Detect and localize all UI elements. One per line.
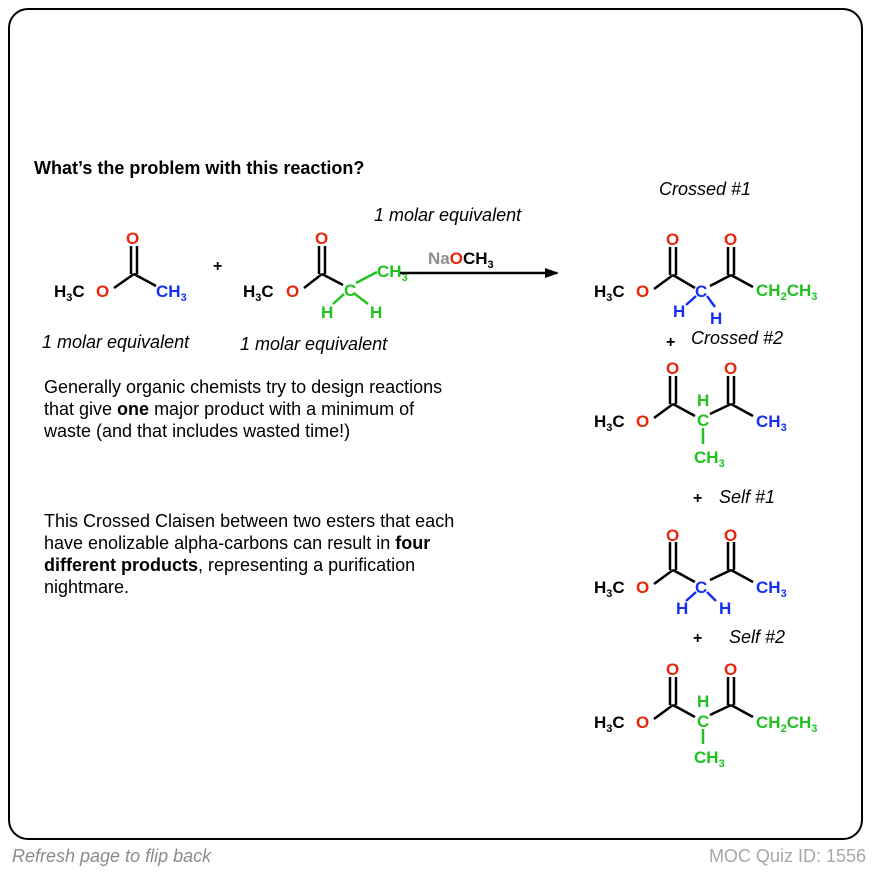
bond (113, 272, 135, 290)
atom-label: CH3 (156, 282, 187, 304)
refresh-hint: Refresh page to flip back (12, 846, 212, 866)
atom-label: H (719, 599, 731, 618)
quiz-card (8, 8, 863, 840)
product-label-crossed-1: Crossed #1 (659, 179, 752, 199)
product-self-1: H3C O O O C H H CH3 (594, 526, 787, 618)
bond (730, 703, 754, 719)
product-crossed-1: H3C O O O C H H CH2CH3 (594, 230, 817, 328)
quiz-id: MOC Quiz ID: 1556 (708, 846, 866, 866)
explanation-paragraph-2: This Crossed Claisen between two esters … (44, 511, 455, 597)
atom-label: H (710, 309, 722, 328)
atom-label: H (321, 303, 333, 322)
bond (321, 272, 344, 287)
bond (730, 402, 754, 418)
atom-label: CH3 (377, 262, 408, 284)
bond (709, 703, 732, 717)
product-label-self-1: Self #1 (719, 487, 776, 507)
reactant-methyl-propanoate: H3C O O C CH3 H H (243, 229, 408, 322)
product-label-self-2: Self #2 (729, 627, 786, 647)
bond (672, 273, 696, 290)
atom-label: C (695, 282, 707, 301)
bond (685, 591, 697, 602)
atom-label: CH3 (756, 412, 787, 434)
bond (332, 293, 345, 305)
bond (354, 293, 369, 305)
question-title: What’s the problem with this reaction? (34, 158, 365, 178)
plus-sign: + (693, 630, 702, 647)
plus-sign: + (666, 334, 675, 351)
atom-label: C (344, 281, 356, 300)
atom-label: H3C (54, 282, 85, 304)
product-crossed-2: H3C O O O H C CH3 CH3 (594, 359, 787, 470)
product-self-2: H3C O O O H C CH3 CH2CH3 (594, 660, 817, 770)
atom-label: C (697, 411, 709, 430)
atom-label: CH3 (694, 448, 725, 470)
product-label-crossed-2: Crossed #2 (691, 328, 784, 348)
atom-label: H3C (243, 282, 274, 304)
bond (672, 402, 696, 418)
atom-label: C (695, 578, 707, 597)
bond (685, 295, 697, 306)
atom-label: CH3 (756, 578, 787, 600)
plus-sign: + (213, 258, 222, 275)
reactant-methyl-acetate: H3C O O CH3 (54, 229, 187, 304)
atom-label: H3C (594, 282, 625, 304)
atom-label: H (697, 391, 709, 410)
atom-label: O (96, 282, 109, 301)
atom-label: H3C (594, 713, 625, 735)
atom-label: H (370, 303, 382, 322)
atom-label: O (666, 526, 679, 545)
atom-label: H3C (594, 578, 625, 600)
atom-label: O (666, 230, 679, 249)
bond (672, 703, 696, 719)
bond (730, 568, 754, 584)
plus-sign: + (693, 490, 702, 507)
bond (133, 272, 157, 288)
bond (653, 568, 674, 586)
atom-label: C (697, 712, 709, 731)
bond (706, 591, 717, 602)
bond (705, 295, 717, 308)
atom-label: O (666, 660, 679, 679)
atom-label: O (636, 412, 649, 431)
atom-label: O (724, 230, 737, 249)
bond (355, 270, 378, 285)
reagent-label: NaOCH3 (428, 249, 494, 271)
atom-label: O (724, 526, 737, 545)
atom-label: O (286, 282, 299, 301)
bond (653, 402, 674, 420)
explanation-paragraph-1: Generally organic chemists try to design… (44, 377, 443, 441)
reagent-equivalent-label: 1 molar equivalent (374, 205, 522, 225)
bond (730, 273, 754, 289)
atom-label: CH3 (694, 748, 725, 770)
atom-label: O (724, 660, 737, 679)
atom-label: O (724, 359, 737, 378)
bond (672, 568, 696, 584)
atom-label: O (636, 578, 649, 597)
bond (709, 273, 732, 288)
atom-label: H (676, 599, 688, 618)
atom-label: O (636, 282, 649, 301)
atom-label: CH2CH3 (756, 281, 817, 303)
atom-label: O (126, 229, 139, 248)
reactant1-equivalent-label: 1 molar equivalent (42, 332, 190, 352)
atom-label: O (666, 359, 679, 378)
reactant2-equivalent-label: 1 molar equivalent (240, 334, 388, 354)
atom-label: H (673, 302, 685, 321)
atom-label: CH2CH3 (756, 713, 817, 735)
atom-label: H3C (594, 412, 625, 434)
bond (709, 402, 732, 416)
atom-label: H (697, 692, 709, 711)
bond (653, 273, 674, 291)
bond (653, 703, 674, 721)
bond (709, 568, 732, 582)
atom-label: O (315, 229, 328, 248)
bond (303, 273, 323, 289)
atom-label: O (636, 713, 649, 732)
